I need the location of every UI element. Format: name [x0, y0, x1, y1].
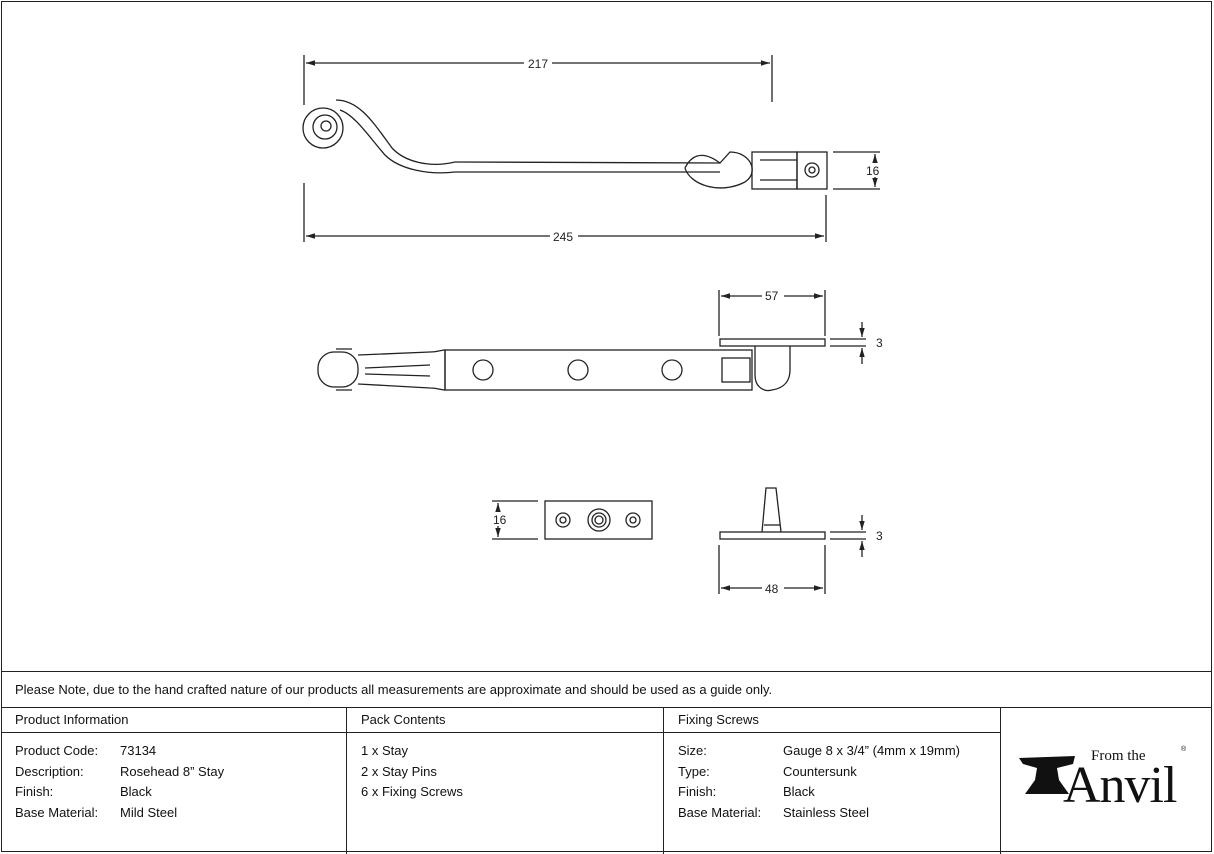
screw-row: Base Material:Stainless Steel	[678, 805, 869, 821]
anvil-logo: From the ® Anvil	[1001, 708, 1212, 854]
logo-from: From the	[1091, 748, 1146, 764]
pack-contents-heading: Pack Contents	[347, 708, 663, 733]
pin-plate-view	[544, 500, 653, 540]
product-row: Base Material:Mild Steel	[15, 805, 178, 821]
product-row: Finish:Black	[15, 784, 152, 800]
pack-item: 6 x Fixing Screws	[361, 784, 463, 800]
screw-row: Finish:Black	[678, 784, 815, 800]
product-row: Product Code:73134	[15, 743, 157, 758]
dimension-labels: 217 245 16 57 3 16 3 48	[490, 56, 886, 596]
dim-217: 217	[528, 57, 548, 71]
dim-245: 245	[553, 230, 573, 244]
dim-48: 48	[765, 582, 779, 596]
technical-drawing: 217 245 16 57 3 16 3 48	[302, 55, 886, 596]
product-info-heading: Product Information	[1, 708, 346, 733]
pack-item: 2 x Stay Pins	[361, 763, 437, 779]
pin-side-view	[719, 487, 826, 540]
product-info-column: Product Information Product Code:73134 D…	[1, 708, 347, 854]
anvil-icon	[1019, 756, 1075, 794]
stay-top-view	[302, 99, 828, 190]
dim-16-pin: 16	[493, 513, 507, 527]
screw-row: Type:Countersunk	[678, 763, 857, 779]
product-row: Description:Rosehead 8” Stay	[15, 763, 225, 779]
pack-contents-column: Pack Contents 1 x Stay 2 x Stay Pins 6 x…	[347, 708, 664, 854]
logo-name: Anvil	[1063, 757, 1177, 814]
stay-side-view	[317, 338, 826, 392]
info-table: Product Information Product Code:73134 D…	[1, 707, 1212, 854]
screw-row: Size:Gauge 8 x 3/4” (4mm x 19mm)	[678, 743, 960, 758]
logo-reg: ®	[1181, 746, 1187, 753]
fixing-screws-column: Fixing Screws Size:Gauge 8 x 3/4” (4mm x…	[664, 708, 1001, 854]
dim-16-top: 16	[866, 164, 880, 178]
disclaimer-note: Please Note, due to the hand crafted nat…	[1, 671, 1212, 707]
fixing-screws-heading: Fixing Screws	[664, 708, 1000, 733]
dim-3-side: 3	[876, 336, 883, 350]
pack-item: 1 x Stay	[361, 743, 408, 758]
dim-3-pin: 3	[876, 529, 883, 543]
dim-57: 57	[765, 289, 779, 303]
